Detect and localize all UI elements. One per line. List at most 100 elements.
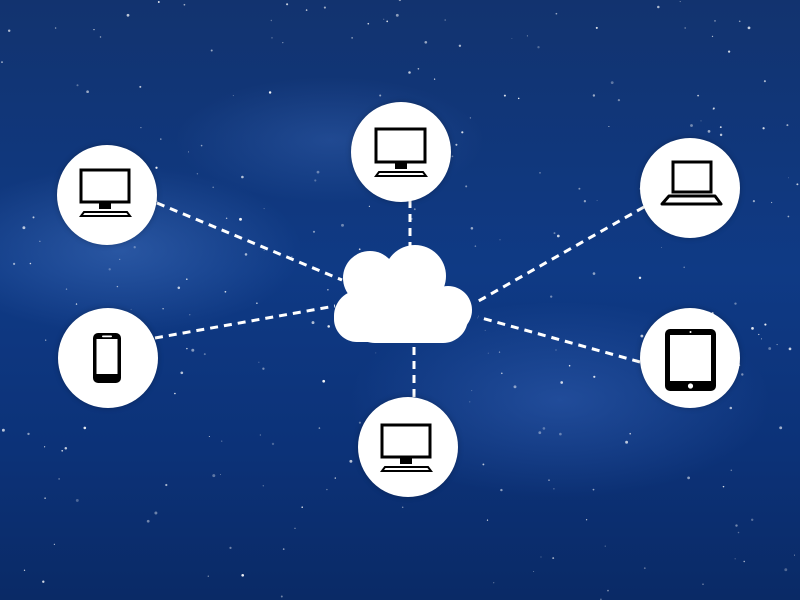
star (592, 272, 596, 275)
desktop-monitor-icon (79, 168, 132, 217)
star (7, 29, 11, 32)
star (196, 173, 199, 175)
star (286, 3, 289, 6)
star (239, 217, 242, 221)
star (607, 589, 609, 592)
star (75, 303, 78, 305)
star (560, 381, 564, 384)
star (316, 170, 320, 174)
tablet-icon (665, 329, 716, 391)
star (126, 13, 130, 17)
star (133, 246, 136, 249)
star (270, 19, 272, 22)
star (99, 36, 102, 38)
star (788, 177, 789, 179)
star (208, 436, 210, 437)
star (465, 185, 468, 188)
star (526, 35, 528, 37)
star (130, 308, 132, 310)
star (595, 26, 598, 29)
desktop-monitor-icon (380, 423, 433, 472)
star (351, 37, 353, 39)
star (679, 1, 681, 3)
star (280, 595, 283, 598)
laptop-icon (660, 160, 723, 206)
star (538, 431, 542, 435)
star (657, 5, 660, 9)
star (625, 440, 629, 444)
star (156, 200, 158, 202)
star (183, 3, 186, 6)
star (165, 483, 168, 487)
star (469, 401, 471, 403)
star (224, 290, 227, 293)
star (788, 347, 792, 351)
star (241, 573, 245, 577)
star (764, 323, 767, 326)
star (444, 19, 446, 21)
star (23, 569, 26, 571)
star (550, 295, 553, 298)
star (398, 0, 402, 2)
device-node-right-upper (640, 138, 740, 238)
star (787, 215, 790, 218)
star (776, 344, 778, 346)
star (513, 385, 517, 389)
star (735, 524, 738, 527)
star (305, 9, 308, 11)
star (322, 379, 326, 383)
star (188, 151, 189, 153)
star (13, 262, 16, 265)
star (683, 266, 685, 269)
star (139, 85, 142, 88)
star (498, 351, 501, 353)
star (470, 227, 474, 230)
star (500, 488, 503, 492)
star (608, 125, 610, 128)
star (44, 497, 46, 499)
star (58, 478, 60, 480)
star (203, 353, 206, 356)
star (758, 333, 760, 336)
star (762, 127, 765, 130)
star (271, 442, 275, 446)
star (640, 334, 644, 338)
star (555, 349, 557, 351)
star (108, 268, 111, 271)
star (334, 477, 336, 479)
star (697, 94, 700, 97)
star (517, 97, 520, 100)
star (1, 428, 5, 432)
star (367, 22, 370, 25)
star (75, 498, 79, 502)
star (486, 519, 489, 521)
star (596, 200, 598, 202)
device-node-left-upper (57, 145, 157, 245)
star (64, 446, 68, 450)
star (738, 20, 741, 23)
star (760, 338, 763, 340)
star (220, 473, 222, 475)
star (29, 262, 32, 265)
star (583, 200, 587, 203)
star (327, 325, 330, 328)
star (737, 531, 740, 534)
star (154, 511, 158, 515)
star (604, 545, 606, 547)
star (282, 41, 284, 44)
star (734, 302, 737, 305)
star (730, 469, 733, 472)
star (157, 1, 160, 3)
star (542, 427, 546, 430)
star (417, 68, 420, 70)
star (263, 250, 265, 251)
star (729, 406, 733, 410)
star (500, 372, 503, 375)
star (45, 339, 47, 341)
star (65, 288, 68, 290)
star (189, 314, 191, 316)
star (451, 155, 454, 158)
star (741, 373, 744, 376)
star (553, 232, 556, 235)
